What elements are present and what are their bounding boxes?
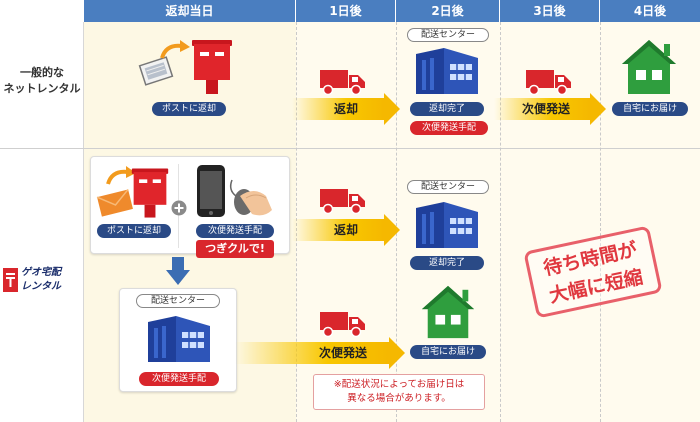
mailbox-icon <box>131 168 169 218</box>
row1-return-done-label: 返却完了 <box>410 102 484 116</box>
row2-return-done-label: 返却完了 <box>410 256 484 270</box>
row1-return-arrow: 返却 <box>292 93 400 125</box>
header-day1: 1日後 <box>296 0 396 22</box>
row2-return-arrow: 返却 <box>292 214 400 246</box>
row2-center-label-bottom: 配送センター <box>136 294 220 308</box>
row1-label: 一般的な ネットレンタル <box>0 65 84 97</box>
logo-text: ゲオ宅配 レンタル <box>21 266 61 294</box>
divider-4 <box>600 22 601 422</box>
building-icon <box>416 202 478 248</box>
curved-arrow-icon <box>106 166 136 185</box>
row-separator <box>0 148 700 149</box>
header-day0: 返却当日 <box>84 0 296 22</box>
house-icon <box>421 285 475 339</box>
dvd-icon <box>138 56 174 86</box>
truck-icon <box>320 70 365 96</box>
row1-label-line2: ネットレンタル <box>3 82 81 95</box>
mouse-hand-icon <box>229 179 272 216</box>
mailbox-icon <box>192 40 232 94</box>
smartphone-icon <box>197 165 225 217</box>
tsugi-kuru-badge: つぎクルで! <box>196 240 274 258</box>
curved-arrow-icon <box>160 40 190 59</box>
note-line2: 異なる場合があります。 <box>347 393 451 404</box>
row2-center-label-top: 配送センター <box>407 180 489 194</box>
arrow-body <box>235 342 389 364</box>
header-day3: 3日後 <box>500 0 600 22</box>
arrow-body <box>292 98 384 120</box>
row1-return-post-label: ポストに返却 <box>152 102 226 116</box>
arrow-head <box>384 214 400 246</box>
arrow-text: 次便発送 <box>319 346 368 360</box>
arrow-body <box>494 98 590 120</box>
delivery-note: ※配送状況によってお届け日は 異なる場合があります。 <box>313 374 485 410</box>
arrow-text: 返却 <box>334 102 359 116</box>
envelope-icon <box>96 188 133 217</box>
header-day2: 2日後 <box>396 0 500 22</box>
row2-next-ship-label: 次便発送手配 <box>196 224 274 238</box>
arrow-text: 返却 <box>334 223 359 237</box>
row1-ship-arrow: 次便発送 <box>494 93 606 125</box>
truck-icon <box>320 312 365 338</box>
header-blank <box>0 0 84 22</box>
building-icon <box>148 316 210 362</box>
row1-label-line1: 一般的な <box>20 66 64 79</box>
truck-icon <box>320 189 365 215</box>
row1-home-delivery-label: 自宅にお届け <box>612 102 688 116</box>
geo-logo: ゲオ宅配 レンタル <box>3 266 81 296</box>
row1-next-ship-label: 次便発送手配 <box>410 121 488 135</box>
row2-home-delivery-label: 自宅にお届け <box>410 345 486 359</box>
row2-ship-arrow: 次便発送 <box>235 337 405 369</box>
arrow-head <box>590 93 606 125</box>
arrow-body <box>292 219 384 241</box>
arrow-text: 次便発送 <box>522 102 571 116</box>
note-line1: ※配送状況によってお届け日は <box>333 379 465 390</box>
header-day4: 4日後 <box>600 0 700 22</box>
row1-bg-day0 <box>84 22 296 148</box>
truck-icon <box>526 70 571 96</box>
row2-return-post-label: ポストに返却 <box>97 224 171 238</box>
row2-next-ship-bottom-label: 次便発送手配 <box>139 372 219 386</box>
logo-line2: レンタル <box>21 281 61 292</box>
building-icon <box>416 48 478 94</box>
down-arrow-icon <box>166 257 190 285</box>
house-icon <box>622 40 676 94</box>
divider-3 <box>500 22 501 422</box>
logo-line1: ゲオ宅配 <box>21 267 61 278</box>
arrow-head <box>384 93 400 125</box>
row1-center-label: 配送センター <box>407 28 489 42</box>
arrow-head <box>389 337 405 369</box>
plus-icon <box>171 200 187 216</box>
post-mark-icon <box>3 268 18 292</box>
row1-label-cell <box>0 22 84 148</box>
